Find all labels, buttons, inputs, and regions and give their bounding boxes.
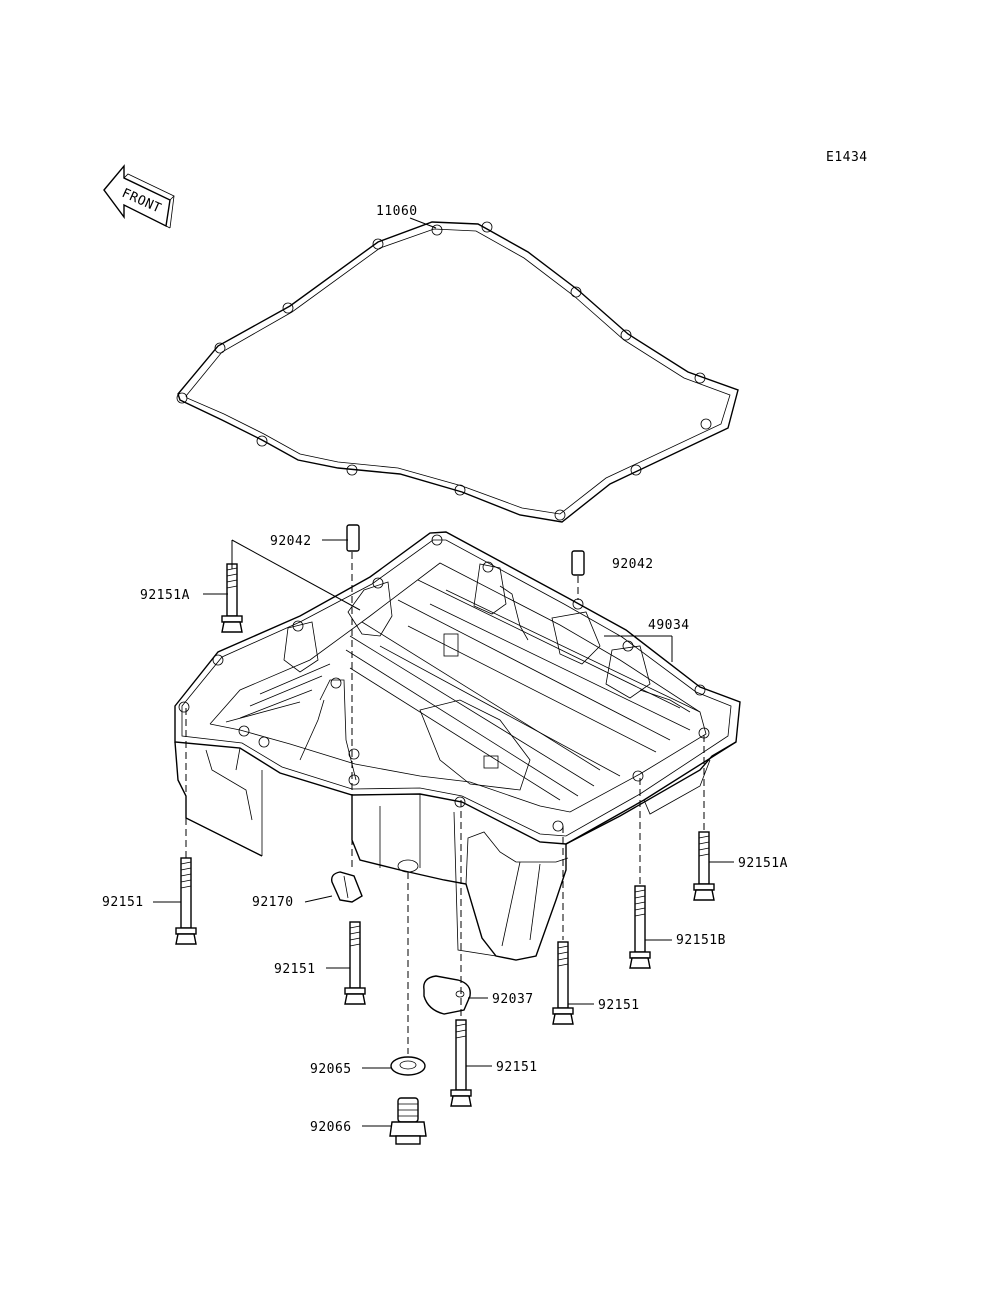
bolt-92151-center [344,921,366,1005]
clamp-92170 [330,871,363,903]
washer-92065 [390,1056,426,1076]
part-number-92151-lower[interactable]: 92151 [496,1060,538,1075]
part-number-92065[interactable]: 92065 [310,1062,352,1077]
bolt-92151-lower [450,1019,472,1107]
bolt-92151a-right [693,831,715,901]
part-number-92066[interactable]: 92066 [310,1120,352,1135]
part-number-92042-right[interactable]: 92042 [612,557,654,572]
oil-pan [174,531,741,961]
part-number-11060[interactable]: 11060 [376,204,418,219]
front-arrow-label: FRONT [119,186,163,217]
drain-plug-92066 [389,1097,427,1145]
part-number-92151-right[interactable]: 92151 [598,998,640,1013]
part-number-49034[interactable]: 49034 [648,618,690,633]
front-arrow-icon: FRONT [103,164,175,229]
dowel-pin-right [571,550,585,576]
diagram-code: E1434 [826,150,868,165]
bolt-92151a-left [221,563,243,633]
part-number-92151-left[interactable]: 92151 [102,895,144,910]
leader-lines [153,217,734,1127]
part-number-92037[interactable]: 92037 [492,992,534,1007]
part-number-92042-left[interactable]: 92042 [270,534,312,549]
oil-pan-gasket [176,221,739,523]
bolt-92151b [629,885,651,969]
part-number-92151b[interactable]: 92151B [676,933,726,948]
part-number-92151a-left[interactable]: 92151A [140,588,190,603]
dowel-pin-left [346,524,360,552]
bolt-92151-right [552,941,574,1025]
part-number-92151-center[interactable]: 92151 [274,962,316,977]
damper-92037 [423,975,471,1015]
bolt-92151-left [175,857,197,945]
part-number-92170[interactable]: 92170 [252,895,294,910]
part-number-92151a-right[interactable]: 92151A [738,856,788,871]
